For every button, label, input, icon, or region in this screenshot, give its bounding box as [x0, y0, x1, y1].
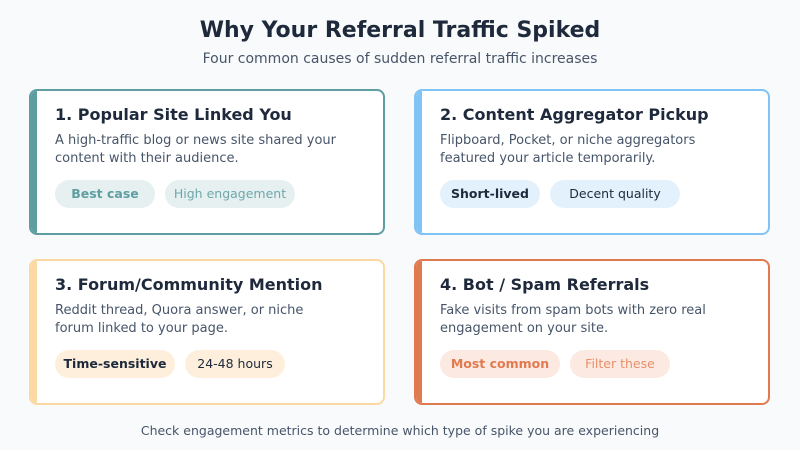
card-accent-bar [31, 91, 37, 233]
card-title: 4. Bot / Spam Referrals [440, 275, 650, 294]
cause-card-aggregator: 2. Content Aggregator Pickup Flipboard, … [414, 89, 770, 235]
tag-filter-these: Filter these [570, 350, 670, 378]
card-description: A high-traffic blog or news site shared … [55, 133, 336, 166]
cause-card-bot-spam: 4. Bot / Spam Referrals Fake visits from… [414, 259, 770, 405]
cause-card-popular-site: 1. Popular Site Linked You A high-traffi… [29, 89, 385, 235]
card-description: Reddit thread, Quora answer, or niche fo… [55, 303, 304, 336]
tag-24-48-hours: 24-48 hours [185, 350, 285, 378]
card-title: 3. Forum/Community Mention [55, 275, 323, 294]
card-description: Flipboard, Pocket, or niche aggregators … [440, 133, 696, 166]
card-accent-bar [416, 91, 422, 233]
cause-card-forum: 3. Forum/Community Mention Reddit thread… [29, 259, 385, 405]
page-subtitle: Four common causes of sudden referral tr… [202, 51, 598, 67]
tag-most-common: Most common [440, 350, 560, 378]
page-title: Why Your Referral Traffic Spiked [199, 18, 601, 43]
card-tags: Time-sensitive 24-48 hours [55, 350, 285, 378]
card-title: 1. Popular Site Linked You [55, 105, 292, 124]
card-tags: Best case High engagement [55, 180, 295, 208]
tag-high-engagement: High engagement [165, 180, 295, 208]
card-title: 2. Content Aggregator Pickup [440, 105, 709, 124]
card-accent-bar [31, 261, 37, 403]
tag-short-lived: Short-lived [440, 180, 540, 208]
card-tags: Most common Filter these [440, 350, 670, 378]
card-tags: Short-lived Decent quality [440, 180, 680, 208]
tag-best-case: Best case [55, 180, 155, 208]
card-description: Fake visits from spam bots with zero rea… [440, 303, 706, 336]
tag-time-sensitive: Time-sensitive [55, 350, 175, 378]
card-accent-bar [416, 261, 422, 403]
footer-note: Check engagement metrics to determine wh… [140, 423, 660, 438]
tag-decent-quality: Decent quality [550, 180, 680, 208]
